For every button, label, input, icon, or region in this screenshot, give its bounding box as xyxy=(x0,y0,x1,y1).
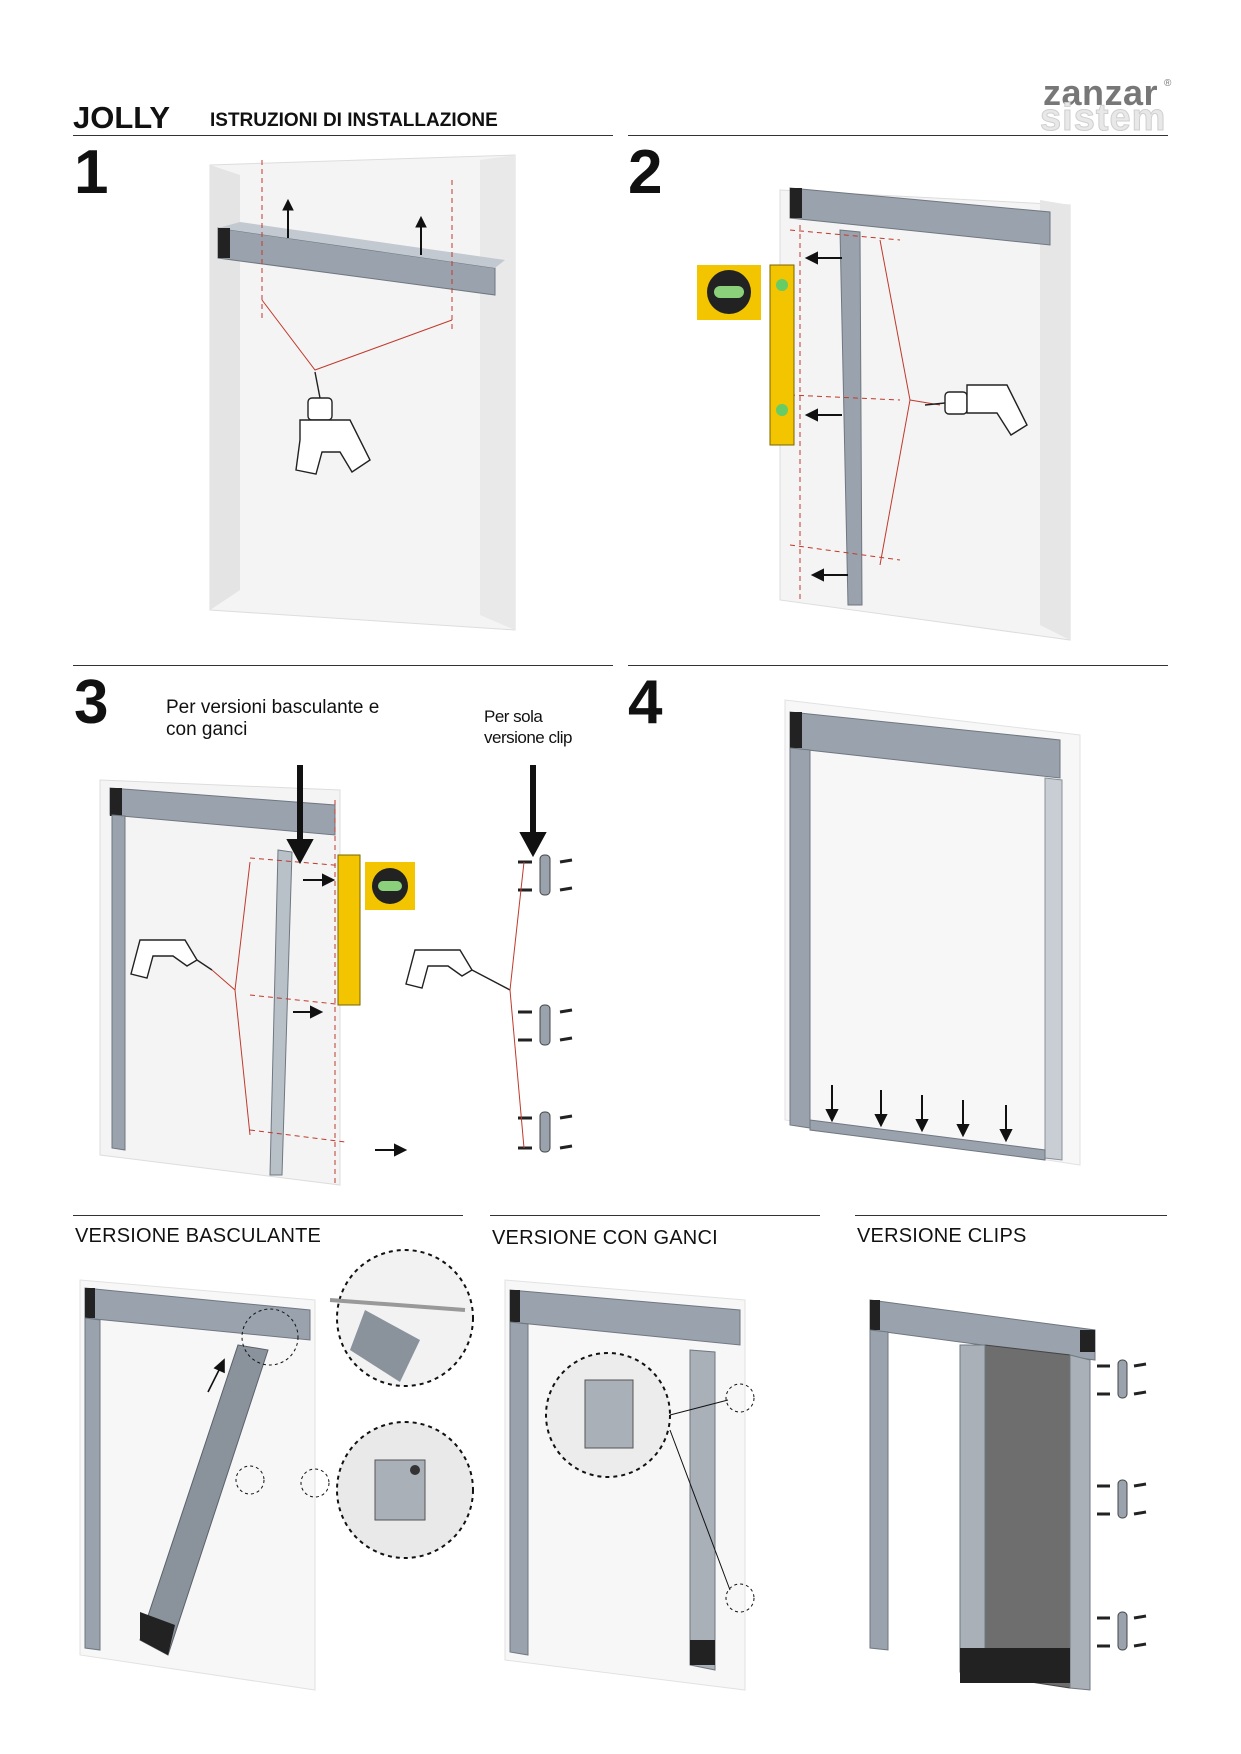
logo-text-bottom: sistem xyxy=(1039,97,1167,139)
product-name: JOLLY xyxy=(73,100,171,135)
headbox-profile xyxy=(109,787,336,836)
drill-icon xyxy=(130,939,511,991)
spirit-level-icon xyxy=(337,854,361,1006)
side-guide-profile xyxy=(839,229,863,606)
left-guide-profile xyxy=(111,814,126,1151)
headbox-profile xyxy=(789,187,1051,246)
version-rule-2 xyxy=(490,1215,820,1216)
screen-panel xyxy=(689,1349,716,1671)
step-3-caption-right: Per sola versione clip xyxy=(484,707,573,747)
right-guide-profile xyxy=(1044,777,1063,1161)
mid-rule-right xyxy=(628,665,1168,666)
logo-registered-mark: ® xyxy=(1164,78,1172,89)
headbox-profile xyxy=(789,711,1061,779)
mid-rule-left xyxy=(73,665,613,666)
version-rule-3 xyxy=(855,1215,1167,1216)
header-rule-left xyxy=(73,135,613,136)
level-bubble-icon xyxy=(697,265,761,320)
left-guide-profile xyxy=(789,747,811,1129)
logo-text-top: zanzar xyxy=(1043,72,1159,113)
drill-icon xyxy=(295,371,371,475)
mesh-screen xyxy=(984,1344,1071,1689)
arrow-icon xyxy=(207,1358,225,1393)
headbox-profile xyxy=(217,227,496,296)
headbox-profile xyxy=(509,1289,741,1346)
level-bubble-icon xyxy=(365,862,415,910)
version-rule-1 xyxy=(73,1215,463,1216)
version-clips-title: VERSIONE CLIPS xyxy=(857,1225,1027,1247)
screw-icon xyxy=(1097,1362,1147,1648)
step-3-number: 3 xyxy=(74,668,109,737)
drill-icon xyxy=(924,384,1028,436)
spirit-level-icon xyxy=(769,264,795,446)
step-1-number: 1 xyxy=(74,138,109,207)
arrow-icon xyxy=(825,1085,1013,1143)
magnifier-detail-icon xyxy=(235,1249,474,1559)
left-guide-profile xyxy=(869,1329,889,1651)
step-2-number: 2 xyxy=(628,138,663,207)
version-con-ganci-title: VERSIONE CON GANCI xyxy=(492,1227,718,1249)
headbox-profile xyxy=(84,1287,311,1341)
wall-opening xyxy=(209,154,516,631)
header-rule-right xyxy=(628,135,1168,136)
version-basculante-title: VERSIONE BASCULANTE xyxy=(75,1225,322,1247)
clip-bracket-icon xyxy=(539,854,551,1153)
page-title: ISTRUZIONI DI INSTALLAZIONE xyxy=(210,110,498,131)
arrow-icon xyxy=(282,198,427,255)
step-3-caption-left: Per versioni basculante e con ganci xyxy=(166,697,380,740)
left-guide-profile xyxy=(509,1321,529,1656)
header: JOLLY ISTRUZIONI DI INSTALLAZIONE zanzar… xyxy=(0,0,1241,140)
magnifier-detail-icon xyxy=(545,1352,755,1613)
arrow-icon xyxy=(804,251,848,582)
side-guide-profile xyxy=(269,849,293,1176)
step-4-number: 4 xyxy=(628,668,663,737)
left-guide-profile xyxy=(84,1317,101,1651)
clip-bracket-icon xyxy=(1117,1359,1128,1651)
tilting-profile xyxy=(139,1344,269,1656)
headbox-profile xyxy=(869,1299,1096,1361)
screw-icon xyxy=(518,858,573,1150)
arrow-icon xyxy=(286,765,547,1157)
bottom-rail-profile xyxy=(809,1119,1046,1161)
